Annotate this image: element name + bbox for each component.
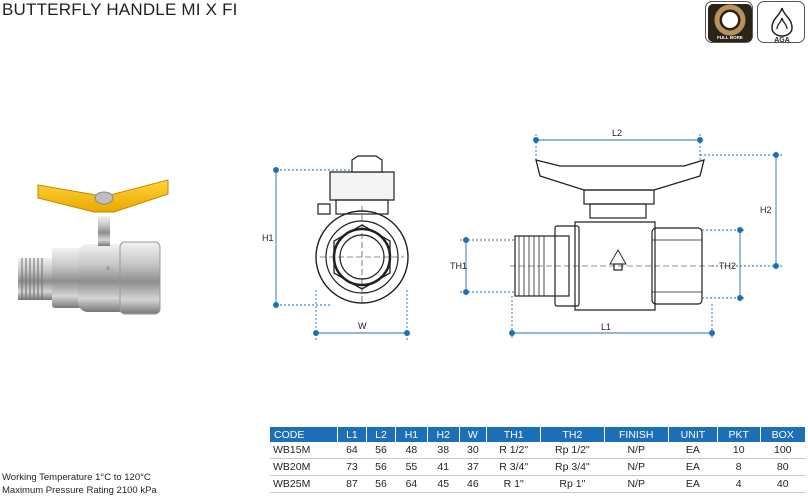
dim-label-th1: TH1 [450, 261, 467, 271]
cell-unit: EA [668, 458, 718, 476]
cell-th2: Rp 3/4" [540, 458, 604, 476]
cell-finish: N/P [604, 458, 669, 476]
cell-w: 30 [459, 442, 487, 459]
col-unit: UNIT [668, 427, 718, 442]
cell-th1: R 1/2" [486, 442, 541, 459]
col-pkt: PKT [717, 427, 761, 442]
col-l2: L2 [366, 427, 397, 442]
product-photo: ≡ [18, 179, 169, 315]
cell-w: 37 [459, 458, 487, 476]
technical-drawing: H1 W L2 H2 TH1 TH2 L1 [262, 128, 782, 340]
cell-h1: 64 [395, 475, 428, 493]
cell-h2: 41 [427, 458, 460, 476]
col-finish: FINISH [604, 427, 669, 442]
col-th2: TH2 [540, 427, 605, 442]
cell-code: WB15M [270, 442, 338, 459]
cell-code: WB25M [270, 475, 338, 493]
cell-h2: 38 [427, 442, 460, 459]
cell-pkt: 4 [717, 475, 761, 493]
certification-badges: FULL BORE AGA [705, 1, 805, 44]
cell-th2: Rp 1" [540, 475, 604, 493]
col-h2: H2 [427, 427, 460, 442]
dim-label-th2: TH2 [719, 261, 736, 271]
cell-h1: 55 [395, 458, 428, 476]
cell-code: WB20M [270, 458, 338, 476]
cell-th2: Rp 1/2" [540, 442, 604, 459]
table-header-row: CODE L1 L2 H1 H2 W TH1 TH2 FINISH UNIT P… [270, 427, 807, 442]
working-temperature: Working Temperature 1°C to 120°C [2, 472, 151, 483]
cell-box: 40 [760, 475, 806, 493]
product-table: CODE L1 L2 H1 H2 W TH1 TH2 FINISH UNIT P… [270, 427, 807, 493]
specifications: Working Temperature 1°C to 120°C Maximum… [2, 471, 157, 497]
cell-th1: R 3/4" [486, 458, 541, 476]
col-th1: TH1 [486, 427, 542, 442]
cell-h2: 45 [427, 475, 460, 493]
full-bore-label: FULL BORE [717, 35, 743, 40]
table-row: WB15M 64 56 48 38 30 R 1/2" Rp 1/2" N/P … [270, 442, 806, 459]
cell-l1: 87 [337, 475, 367, 493]
col-box: BOX [760, 427, 807, 442]
table-row: WB20M 73 56 55 41 37 R 3/4" Rp 3/4" N/P … [270, 458, 806, 476]
cell-l2: 56 [366, 442, 396, 459]
cell-pkt: 8 [717, 458, 761, 476]
col-l1: L1 [337, 427, 367, 442]
full-bore-icon: FULL BORE [708, 4, 752, 42]
cell-l2: 56 [366, 458, 396, 476]
aga-badge: AGA [757, 1, 805, 44]
dim-label-h2: H2 [760, 205, 772, 215]
page-title: BUTTERFLY HANDLE MI X FI [2, 0, 238, 19]
aga-flame-icon: AGA [771, 7, 793, 44]
dim-label-h1: H1 [262, 233, 274, 243]
svg-text:≡: ≡ [106, 266, 110, 272]
cell-box: 100 [760, 442, 806, 459]
cell-finish: N/P [604, 475, 669, 493]
max-pressure: Maximum Pressure Rating 2100 kPa [2, 485, 157, 496]
cell-th1: R 1" [486, 475, 541, 493]
cell-l2: 56 [366, 475, 396, 493]
cell-pkt: 10 [717, 442, 761, 459]
full-bore-badge: FULL BORE [705, 1, 753, 43]
dim-label-l1: L1 [601, 322, 611, 332]
col-h1: H1 [395, 427, 428, 442]
cell-unit: EA [668, 475, 718, 493]
cell-h1: 48 [395, 442, 428, 459]
table-row: WB25M 87 56 64 45 46 R 1" Rp 1" N/P EA 4… [270, 475, 806, 493]
cell-unit: EA [668, 442, 718, 459]
col-code: CODE [270, 427, 338, 442]
aga-label: AGA [774, 37, 790, 44]
cell-l1: 64 [337, 442, 367, 459]
dim-label-w: W [358, 321, 367, 331]
cell-l1: 73 [337, 458, 367, 476]
cell-box: 80 [760, 458, 806, 476]
cell-finish: N/P [604, 442, 669, 459]
cell-w: 46 [459, 475, 487, 493]
dim-label-l2: L2 [612, 128, 622, 138]
col-w: W [459, 427, 488, 442]
